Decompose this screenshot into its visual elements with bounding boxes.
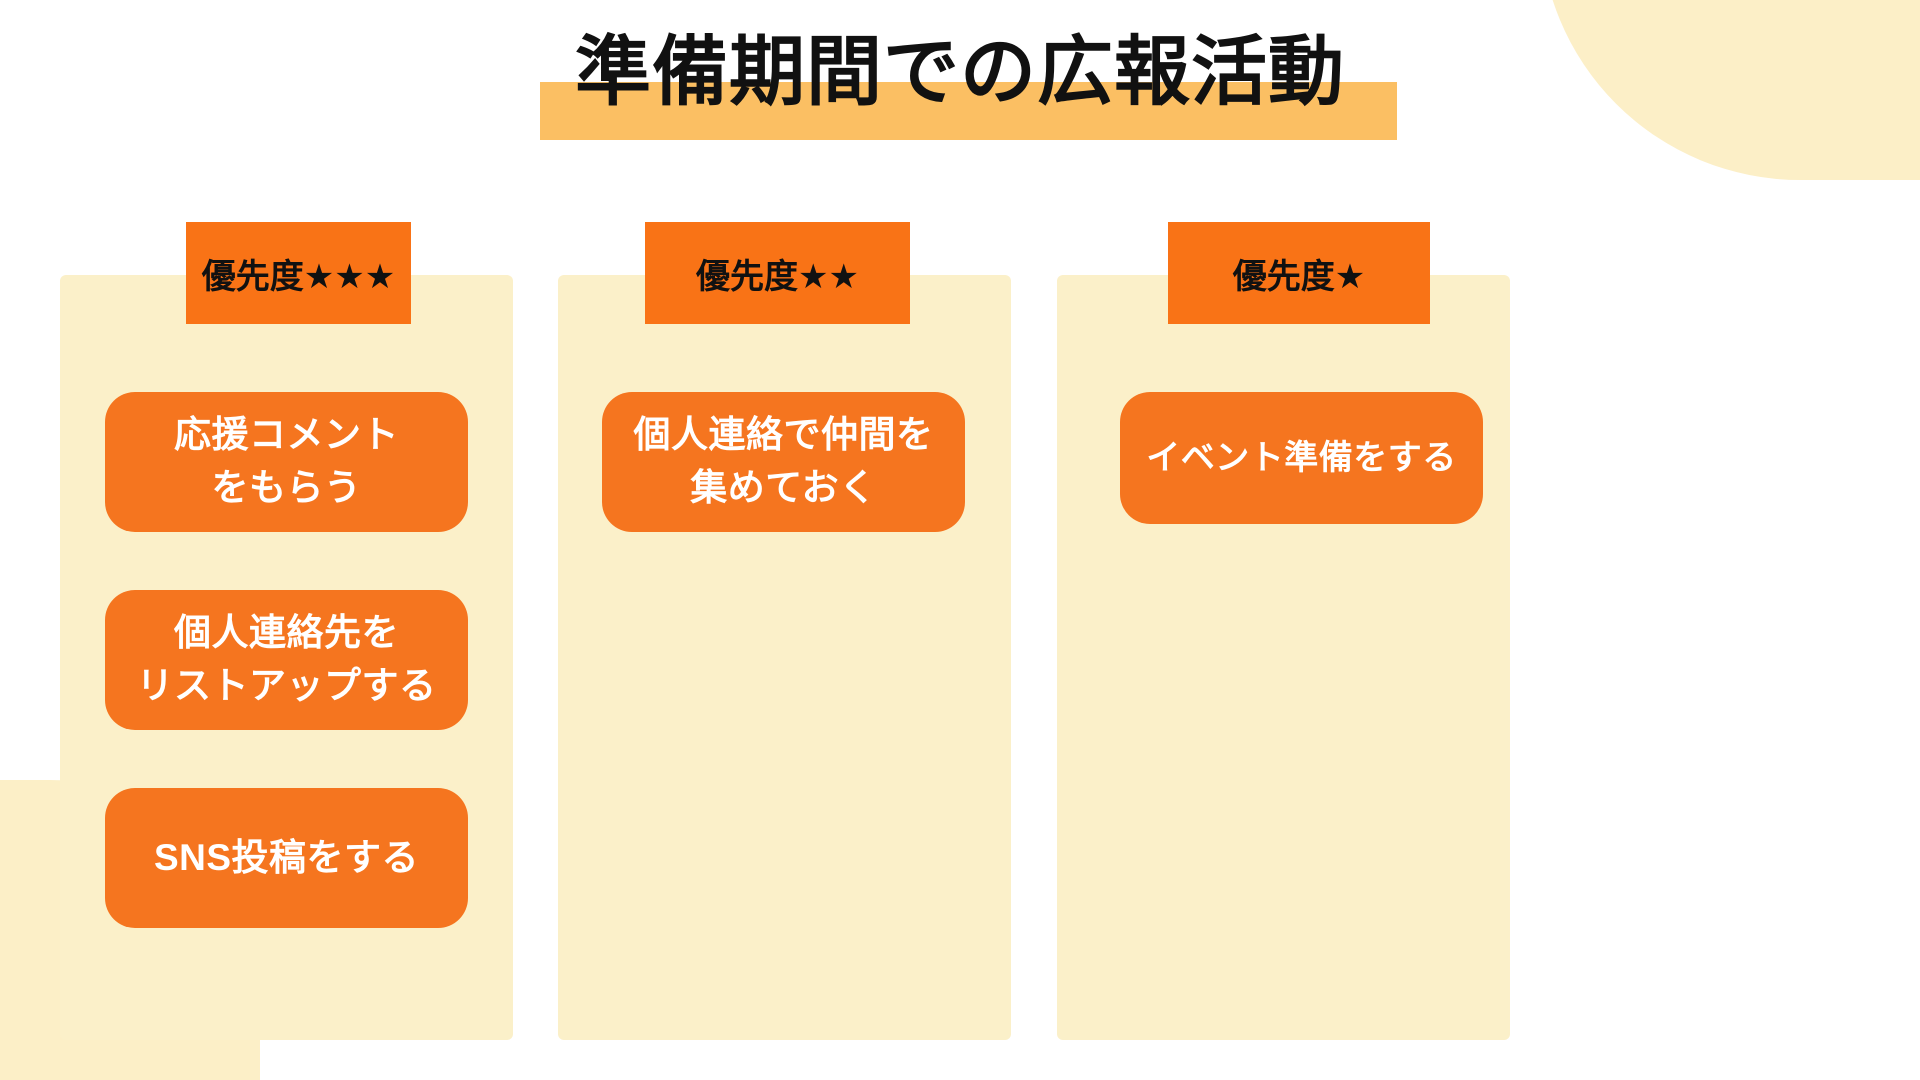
column-header-3: 優先度★ bbox=[1168, 222, 1430, 324]
task-pill[interactable]: 個人連絡先を リストアップする bbox=[105, 590, 468, 730]
page-title: 準備期間での広報活動 bbox=[575, 30, 1345, 115]
column-items-2: 個人連絡で仲間を 集めておく bbox=[602, 392, 965, 532]
task-pill-line: をもらう bbox=[211, 467, 362, 508]
column-header-label-3: 優先度★ bbox=[1232, 257, 1366, 296]
task-pill-line: SNS投稿をする bbox=[153, 836, 420, 878]
task-pill-line: イベント準備をする bbox=[1146, 438, 1457, 477]
column-card-2 bbox=[558, 275, 1011, 1040]
task-pill-line: 個人連絡で仲間を bbox=[633, 414, 934, 456]
task-pill-line: 個人連絡先を bbox=[174, 612, 399, 654]
task-pill[interactable]: 応援コメント をもらう bbox=[105, 392, 468, 532]
title-container: 準備期間での広報活動 bbox=[0, 28, 1920, 118]
task-pill[interactable]: 個人連絡で仲間を 集めておく bbox=[602, 392, 965, 532]
column-items-1: 応援コメント をもらう 個人連絡先を リストアップする SNS投稿をする bbox=[105, 392, 468, 928]
task-pill[interactable]: イベント準備をする bbox=[1120, 392, 1483, 524]
title-highlight-bar bbox=[540, 82, 1397, 140]
column-header-1: 優先度★★★ bbox=[186, 222, 411, 324]
column-card-3 bbox=[1057, 275, 1510, 1040]
column-header-label-2: 優先度★★ bbox=[696, 257, 859, 296]
task-pill[interactable]: SNS投稿をする bbox=[105, 788, 468, 928]
task-pill-line: 集めておく bbox=[690, 467, 877, 508]
task-pill-line: 応援コメント bbox=[174, 414, 399, 456]
column-header-2: 優先度★★ bbox=[645, 222, 910, 324]
column-items-3: イベント準備をする bbox=[1120, 392, 1483, 524]
task-pill-line: リストアップする bbox=[136, 665, 437, 706]
column-header-label-1: 優先度★★★ bbox=[201, 257, 396, 296]
